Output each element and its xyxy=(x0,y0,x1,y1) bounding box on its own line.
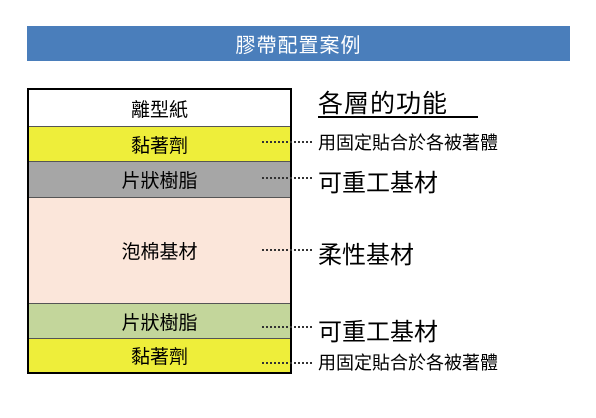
diagram-title: 膠帶配置案例 xyxy=(235,33,362,57)
function-label-foam: 柔性基材 xyxy=(318,241,414,269)
layer-label: 片狀樹脂 xyxy=(121,170,198,192)
layer-foam-substrate: 泡棉基材 xyxy=(29,197,290,303)
leader-line xyxy=(262,177,312,179)
function-label-resin-bottom: 可重工基材 xyxy=(318,318,438,346)
title-banner: 膠帶配置案例 xyxy=(27,26,570,61)
layer-label: 泡棉基材 xyxy=(121,241,198,263)
function-label-adhesive-top: 用固定貼合於各被著體 xyxy=(318,133,498,154)
layer-label: 黏著劑 xyxy=(130,134,188,157)
leader-line xyxy=(262,326,312,328)
layer-resin-sheet-bottom: 片狀樹脂 xyxy=(29,303,290,338)
layer-resin-sheet-top: 片狀樹脂 xyxy=(29,161,290,197)
layer-label: 片狀樹脂 xyxy=(121,311,198,334)
layer-stack: 離型紙 黏著劑 片狀樹脂 泡棉基材 片狀樹脂 黏著劑 xyxy=(27,88,292,374)
leader-line xyxy=(262,249,312,251)
leader-line xyxy=(262,141,312,143)
layer-label: 黏著劑 xyxy=(130,346,188,368)
function-label-adhesive-bottom: 用固定貼合於各被著體 xyxy=(318,353,498,374)
layer-release-paper: 離型紙 xyxy=(29,90,290,126)
function-label-resin-top: 可重工基材 xyxy=(318,169,438,197)
layer-adhesive-bottom: 黏著劑 xyxy=(29,338,290,372)
layer-adhesive-top: 黏著劑 xyxy=(29,126,290,161)
layer-label: 離型紙 xyxy=(130,98,188,121)
leader-line xyxy=(262,362,312,364)
functions-header-underline xyxy=(318,116,478,118)
functions-header: 各層的功能 xyxy=(318,89,449,118)
